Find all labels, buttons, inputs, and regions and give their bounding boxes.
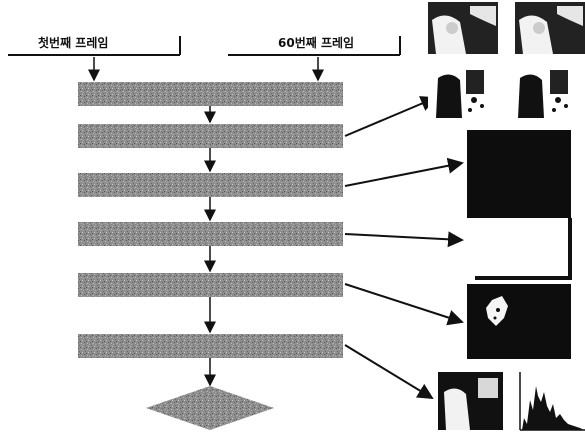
threshold-bracket-image — [475, 218, 572, 280]
histogram-image — [519, 372, 585, 431]
output-arrow-5 — [344, 344, 434, 400]
process-step-6 — [78, 334, 343, 358]
frame-60-label: 60번째 프레임 — [278, 36, 355, 50]
process-step-4 — [78, 222, 343, 246]
blob-image — [467, 284, 571, 359]
process-step-2 — [78, 124, 343, 148]
process-step-5 — [78, 273, 343, 297]
process-step-1 — [78, 82, 343, 106]
difference-thumbnail-2 — [510, 62, 585, 120]
frame-thumbnail-2 — [515, 2, 585, 55]
output-arrow-2 — [344, 157, 464, 187]
dark-region-image — [467, 130, 571, 218]
process-step-3 — [78, 173, 343, 197]
frame-thumbnail-1 — [428, 2, 498, 55]
first-frame-bracket — [8, 36, 181, 56]
output-arrow-1 — [344, 96, 437, 137]
output-arrow-4 — [344, 283, 464, 326]
terminal-diamond — [146, 386, 274, 430]
output-arrow-3 — [344, 231, 464, 248]
final-frame-image — [438, 372, 503, 430]
first-frame-label: 첫번째 프레임 — [38, 36, 109, 50]
difference-thumbnail-1 — [428, 62, 500, 120]
frame-60-bracket — [228, 36, 401, 56]
